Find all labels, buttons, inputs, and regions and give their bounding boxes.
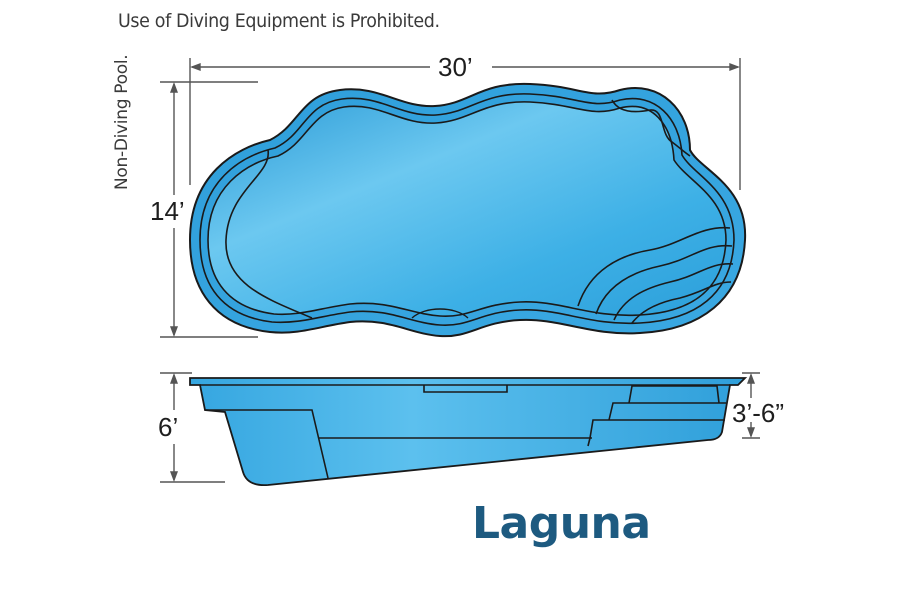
shallow-depth-dimension bbox=[742, 372, 760, 439]
diving-warning-text: Use of Diving Equipment is Prohibited. bbox=[118, 10, 440, 32]
pool-left-bench bbox=[225, 149, 313, 319]
pool-entry-steps bbox=[577, 226, 734, 324]
non-diving-label: Non-Diving Pool. bbox=[112, 54, 132, 190]
skimmer bbox=[423, 385, 508, 393]
model-name-title: Laguna bbox=[472, 498, 651, 549]
pool-side-profile bbox=[189, 377, 748, 487]
length-label: 30’ bbox=[436, 52, 475, 83]
width-label: 14’ bbox=[148, 196, 187, 227]
deep-end-ledge bbox=[205, 409, 329, 479]
pool-top-view bbox=[188, 82, 747, 338]
pool-rim-scallop bbox=[411, 308, 469, 319]
pool-water-surface bbox=[207, 101, 727, 317]
shallow-depth-label: 3’-6” bbox=[732, 398, 785, 428]
width-dimension bbox=[160, 81, 258, 338]
deep-depth-dimension bbox=[160, 372, 225, 483]
length-dimension bbox=[189, 58, 741, 190]
pool-corner-seat bbox=[611, 99, 691, 157]
pool-side-body bbox=[189, 377, 748, 487]
deep-depth-label: 6’ bbox=[156, 412, 181, 443]
side-steps bbox=[587, 385, 726, 447]
pool-rim-inner-edge bbox=[199, 93, 735, 326]
